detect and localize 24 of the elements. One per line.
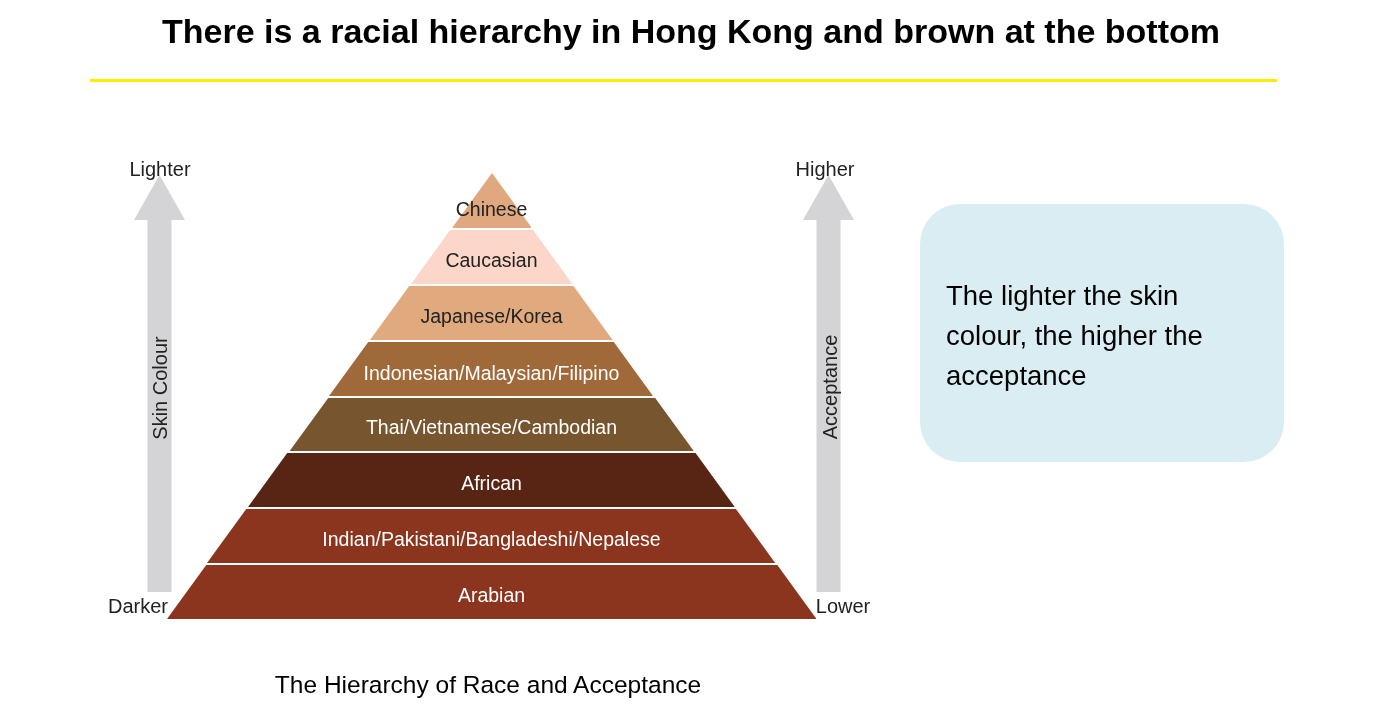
pyramid-tier xyxy=(329,341,654,396)
scale-end-label: Higher xyxy=(795,157,855,181)
pyramid-tier xyxy=(410,229,573,284)
pyramid-tier xyxy=(207,509,776,564)
pyramid-tier xyxy=(248,453,735,508)
axis-label: Skin Colour xyxy=(148,336,172,440)
caption: The Hierarchy of Race and Acceptance xyxy=(274,670,702,700)
tier-label: Indian/Pakistani/Bangladeshi/Nepalese xyxy=(322,527,661,552)
pyramid-tier xyxy=(370,285,613,340)
axis-label: Acceptance xyxy=(818,334,842,440)
scale-end-label: Lower xyxy=(815,594,871,618)
note-text: The lighter the skin colour, the higher the acceptance xyxy=(946,279,1204,393)
tier-label: African xyxy=(461,471,522,496)
tier-label: Indonesian/Malaysian/Filipino xyxy=(363,360,620,385)
tier-label: Arabian xyxy=(457,583,526,608)
scale-end-label: Darker xyxy=(108,594,168,618)
tier-label: Caucasian xyxy=(445,247,538,272)
tier-label: Japanese/Korea xyxy=(420,303,563,328)
scale-end-label: Lighter xyxy=(129,157,191,181)
title: There is a racial hierarchy in Hong Kong and brown at the bottom xyxy=(162,11,1220,51)
tier-label: Thai/Vietnamese/Cambodian xyxy=(365,415,618,440)
pyramid-tier xyxy=(288,397,695,452)
note-box xyxy=(920,204,1284,462)
pyramid-tier xyxy=(166,565,817,619)
